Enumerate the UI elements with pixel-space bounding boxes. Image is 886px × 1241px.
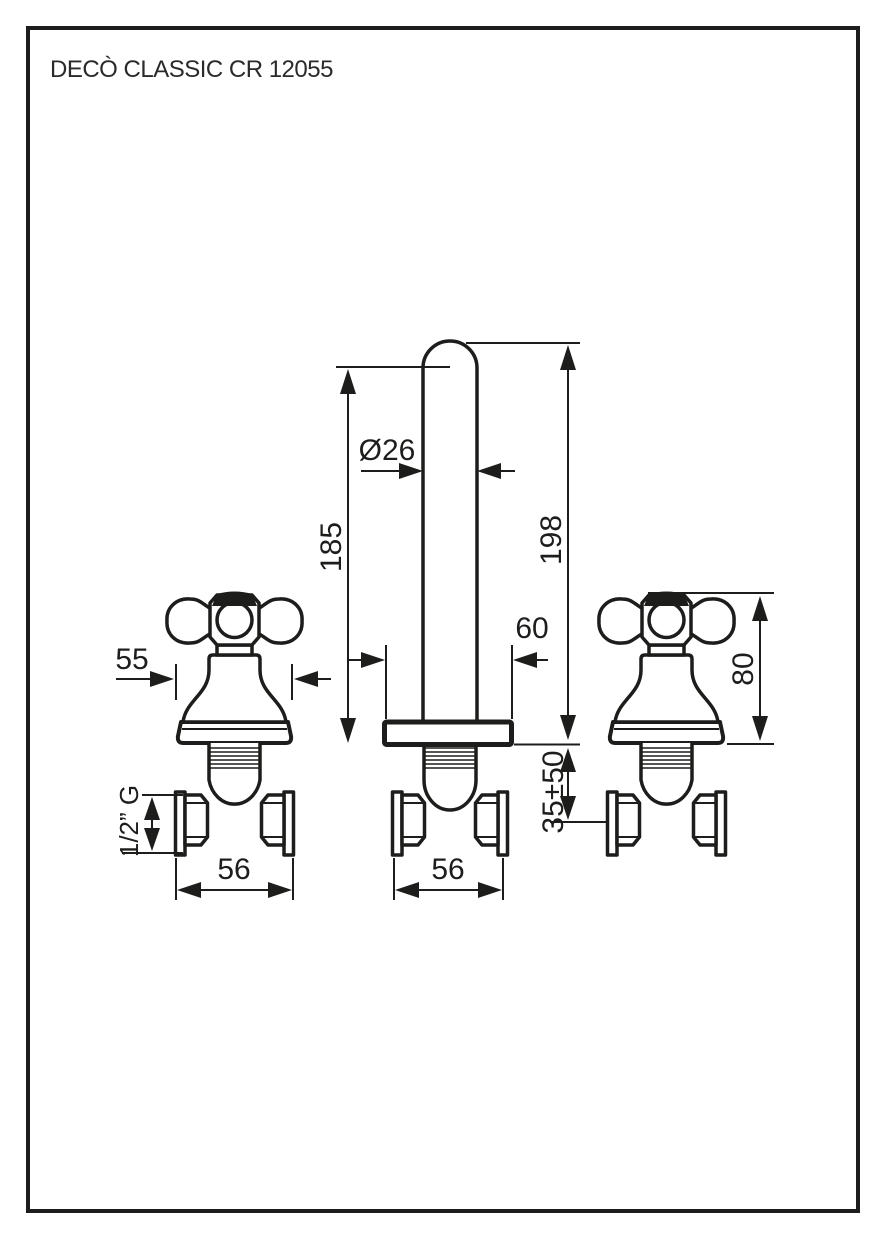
dim-label: 56 [217, 853, 250, 886]
handle-left-wing [597, 597, 647, 645]
escutcheon-base [607, 720, 726, 745]
valve-body-bottom [207, 743, 262, 806]
thread-lines [209, 747, 260, 769]
dim-spout-diameter: Ø26 [359, 434, 515, 479]
arrowhead [150, 671, 174, 687]
dim-label: 56 [431, 853, 464, 886]
dim-handle-height: 80 [648, 592, 774, 745]
dim-left-connection-width: 56 [175, 853, 294, 900]
bell-body [181, 653, 288, 724]
hex-nut-facets [617, 802, 640, 838]
arrowhead [340, 718, 356, 743]
hex-nut-facets [475, 802, 498, 838]
handle-right-wing [686, 597, 736, 645]
arrowhead [560, 345, 576, 370]
hex-nut-facets [261, 802, 284, 838]
arrowhead [560, 748, 576, 772]
escutcheon-base [175, 720, 294, 745]
dim-label: 198 [535, 515, 568, 565]
dim-label: Ø26 [359, 434, 416, 467]
arrowhead [268, 882, 292, 898]
arrowhead [399, 463, 423, 479]
left-valve [165, 591, 304, 857]
dim-label: 60 [515, 612, 548, 645]
bell-body [613, 653, 720, 724]
dim-thread-size: 1/2” G [114, 785, 183, 857]
extension-line [175, 858, 294, 900]
extension-line [175, 664, 293, 700]
dim-label: 185 [315, 522, 348, 572]
thread-lines [641, 747, 692, 769]
spout-tube [421, 339, 479, 722]
handle-right-wing [254, 597, 304, 645]
dim-wall-mount-depth: 35±50 [514, 743, 607, 834]
arrowhead [177, 882, 201, 898]
page-border [26, 26, 860, 1213]
hex-nut-facets [693, 802, 716, 838]
handle-hub-circle [647, 600, 686, 640]
dim-spout-height-overall: 198 [466, 342, 580, 740]
dim-spout-base-width: 60 [348, 612, 549, 719]
right-valve [597, 591, 736, 857]
hex-nut-facets [185, 802, 208, 838]
handle-hub-circle [215, 600, 254, 640]
dim-spout-height-inner: 185 [315, 366, 450, 743]
handle-index-cap [644, 591, 689, 606]
dim-spout-connection-width: 56 [393, 853, 504, 900]
arrowhead [752, 716, 768, 741]
arrowhead [144, 797, 160, 820]
dim-label: 35±50 [537, 750, 570, 833]
arrowhead [560, 715, 576, 740]
dim-label: 80 [727, 652, 760, 685]
arrowhead [395, 882, 419, 898]
spout-flange [382, 719, 514, 747]
arrowhead [340, 369, 356, 394]
spout [382, 339, 514, 857]
arrowhead [361, 652, 385, 668]
extension-line [385, 645, 513, 719]
arrowhead [752, 596, 768, 621]
valve-body-bottom [639, 743, 694, 806]
spout-thread-lines [424, 747, 476, 769]
dim-label: 1/2” G [114, 785, 144, 857]
arrowhead [478, 882, 502, 898]
handle-index-cap [212, 591, 257, 606]
arrowhead [560, 796, 576, 820]
dim-label: 55 [115, 643, 148, 676]
handle-left-wing [165, 597, 215, 645]
extension-line [393, 858, 504, 900]
arrowhead [513, 652, 537, 668]
hex-nut-facets [402, 802, 425, 838]
arrowhead [294, 671, 318, 687]
page-title: DECÒ CLASSIC CR 12055 [50, 56, 333, 83]
dim-handle-width: 55 [115, 643, 331, 700]
spout-body-bottom [422, 744, 478, 812]
arrowhead [144, 828, 160, 851]
arrowhead [477, 463, 501, 479]
